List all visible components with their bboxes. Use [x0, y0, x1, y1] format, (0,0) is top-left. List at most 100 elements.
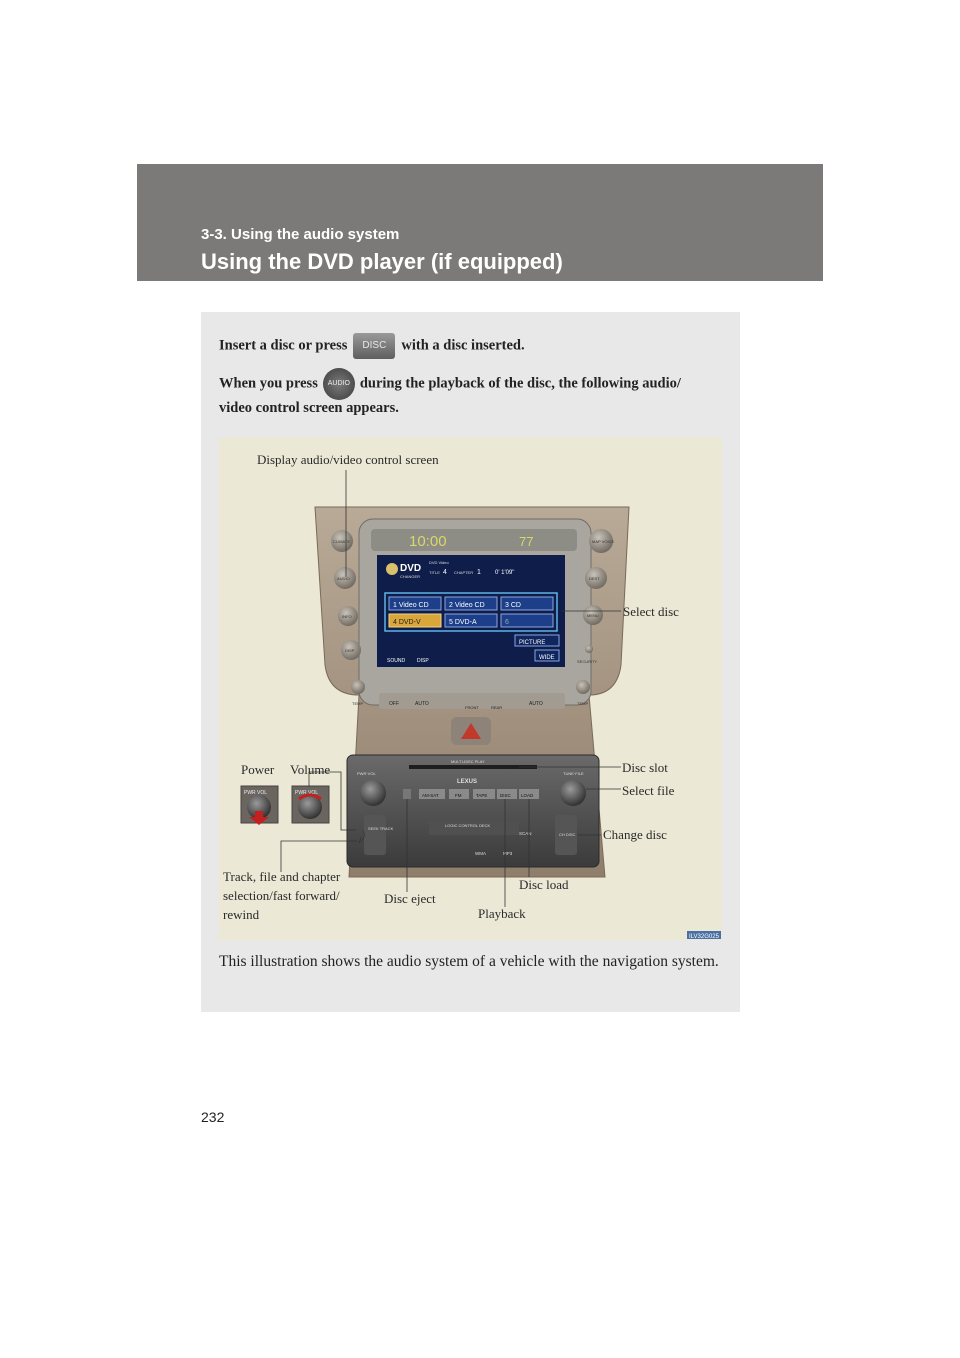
tape-button[interactable]	[473, 789, 495, 799]
eject-button[interactable]	[403, 789, 411, 799]
ch-disc-label: CH DISC	[559, 832, 576, 837]
disc-source-button[interactable]	[497, 789, 517, 799]
dvd-video-label: DVD Video	[429, 560, 449, 565]
pwr-vol-label: PWR·VOL	[357, 771, 376, 776]
tape-label: TAPE	[476, 793, 487, 798]
disc-slot-4[interactable]	[388, 613, 442, 628]
disc-6-label: 6	[505, 619, 509, 626]
page-number: 232	[201, 1109, 225, 1125]
temp-right-button[interactable]	[576, 680, 590, 694]
fm-button[interactable]	[449, 789, 469, 799]
disc-select-frame	[384, 592, 558, 632]
ch-disc-button[interactable]	[555, 815, 577, 855]
climate-row	[379, 693, 565, 709]
chapter-value: 1	[477, 569, 481, 576]
dvd-sub: CHANGER	[400, 574, 420, 579]
multi-disc-label: MULTI-DISC PLAY	[451, 759, 485, 764]
arrow-tip	[358, 830, 365, 844]
menu-button[interactable]	[583, 605, 603, 625]
temp-left-button[interactable]	[351, 680, 365, 694]
amsat-button[interactable]	[419, 789, 445, 799]
time-value: 0' 1'09"	[495, 570, 514, 576]
audio-panel-figure: 10:00 77 DVD CHANGER DVD Video TITLE 4 C…	[219, 437, 722, 940]
label-select-disc: Select disc	[623, 604, 679, 619]
disc-2-label: 2 Video CD	[449, 602, 485, 609]
dest-button[interactable]	[585, 567, 607, 589]
audio-button-icon: AUDIO	[322, 368, 355, 400]
fm-label: FM	[455, 793, 462, 798]
disp-hw-label: DISP	[345, 648, 355, 653]
disp-hw-button[interactable]	[341, 640, 361, 660]
label-select-file: Select file	[622, 783, 675, 798]
disc-slot-3[interactable]	[500, 596, 554, 611]
disc-slot-1[interactable]	[388, 596, 442, 611]
label-change-disc: Change disc	[603, 827, 667, 842]
audio-label: AUDIO	[337, 576, 350, 581]
picture-label: PICTURE	[519, 640, 545, 646]
clock-display	[371, 529, 577, 551]
instruction-line-3: video control screen appears.	[219, 400, 399, 416]
climate-off[interactable]: OFF	[389, 701, 399, 707]
scan-label[interactable]: SCAN	[519, 831, 532, 836]
climate-auto-right[interactable]: AUTO	[529, 701, 543, 707]
label-playback: Playback	[478, 906, 526, 921]
label-disc-slot: Disc slot	[622, 760, 668, 775]
info-button[interactable]	[338, 606, 358, 626]
dvd-disc-icon	[386, 563, 398, 575]
climate-auto-left[interactable]: AUTO	[415, 701, 429, 707]
climate-button[interactable]	[331, 530, 353, 552]
load-button[interactable]	[519, 789, 539, 799]
nav-screen	[377, 555, 565, 667]
disc-1-label: 1 Video CD	[393, 602, 429, 609]
volume-inset-label: PWR VOL	[295, 790, 318, 796]
power-knob-icon	[247, 795, 271, 819]
wma-label: WMA	[475, 851, 486, 856]
title-value: 4	[443, 569, 447, 576]
label-track-selection: Track, file and chapter selection/fast f…	[223, 869, 341, 922]
climate-rear[interactable]: REAR	[491, 705, 502, 710]
instruction-text: When you press	[219, 375, 318, 392]
disc-slot-opening[interactable]	[409, 765, 537, 769]
title-label: TITLE	[429, 570, 440, 575]
seek-track-button[interactable]	[364, 815, 386, 855]
wide-label: WIDE	[539, 655, 555, 661]
press-arrow-icon	[249, 811, 269, 825]
pwr-vol-knob[interactable]	[360, 780, 386, 806]
disc-3-label: 3 CD	[505, 602, 521, 609]
logic-label: LOGIC CONTROL DECK	[445, 823, 491, 828]
seek-track-label: SEEK TRACK	[368, 826, 394, 831]
tune-file-label: TUNE·FILE	[563, 771, 584, 776]
climate-front[interactable]: FRONT	[465, 705, 479, 710]
disc-button-icon: DISC	[353, 333, 396, 359]
brand-label: LEXUS	[457, 779, 477, 785]
audio-button[interactable]	[334, 567, 356, 589]
tune-file-knob[interactable]	[560, 780, 586, 806]
leader-lines	[280, 470, 621, 907]
logic-deck	[429, 821, 519, 835]
clock-text: 10:00	[409, 533, 447, 550]
disc-slot-6[interactable]	[500, 613, 554, 628]
disc-4-label: 4 DVD-V	[393, 619, 421, 626]
hazard-icon	[461, 723, 481, 739]
climate-label: CLIMATE	[333, 539, 350, 544]
map-voice-label: MAP VOICE	[592, 539, 614, 544]
picture-button[interactable]	[514, 634, 560, 647]
dest-label: DEST	[589, 576, 600, 581]
section-label: 3-3. Using the audio system	[201, 226, 400, 243]
wide-button[interactable]	[534, 649, 560, 662]
disc-slot-5[interactable]	[444, 613, 498, 628]
label-display-screen: Display audio/video control screen	[257, 452, 439, 467]
security-indicator	[585, 645, 593, 653]
temp-right-label: TEMP	[577, 701, 588, 706]
disp-label: DISP	[417, 658, 429, 664]
temp-text: 77	[519, 534, 533, 549]
temp-left-label: TEMP	[352, 701, 363, 706]
rotate-arrow-icon	[298, 793, 322, 801]
audio-lower-panel	[346, 754, 600, 868]
map-voice-button[interactable]	[589, 529, 613, 553]
menu-label: MENU	[587, 613, 599, 618]
volume-knob-icon	[298, 795, 322, 819]
disc-slot-2[interactable]	[444, 596, 498, 611]
